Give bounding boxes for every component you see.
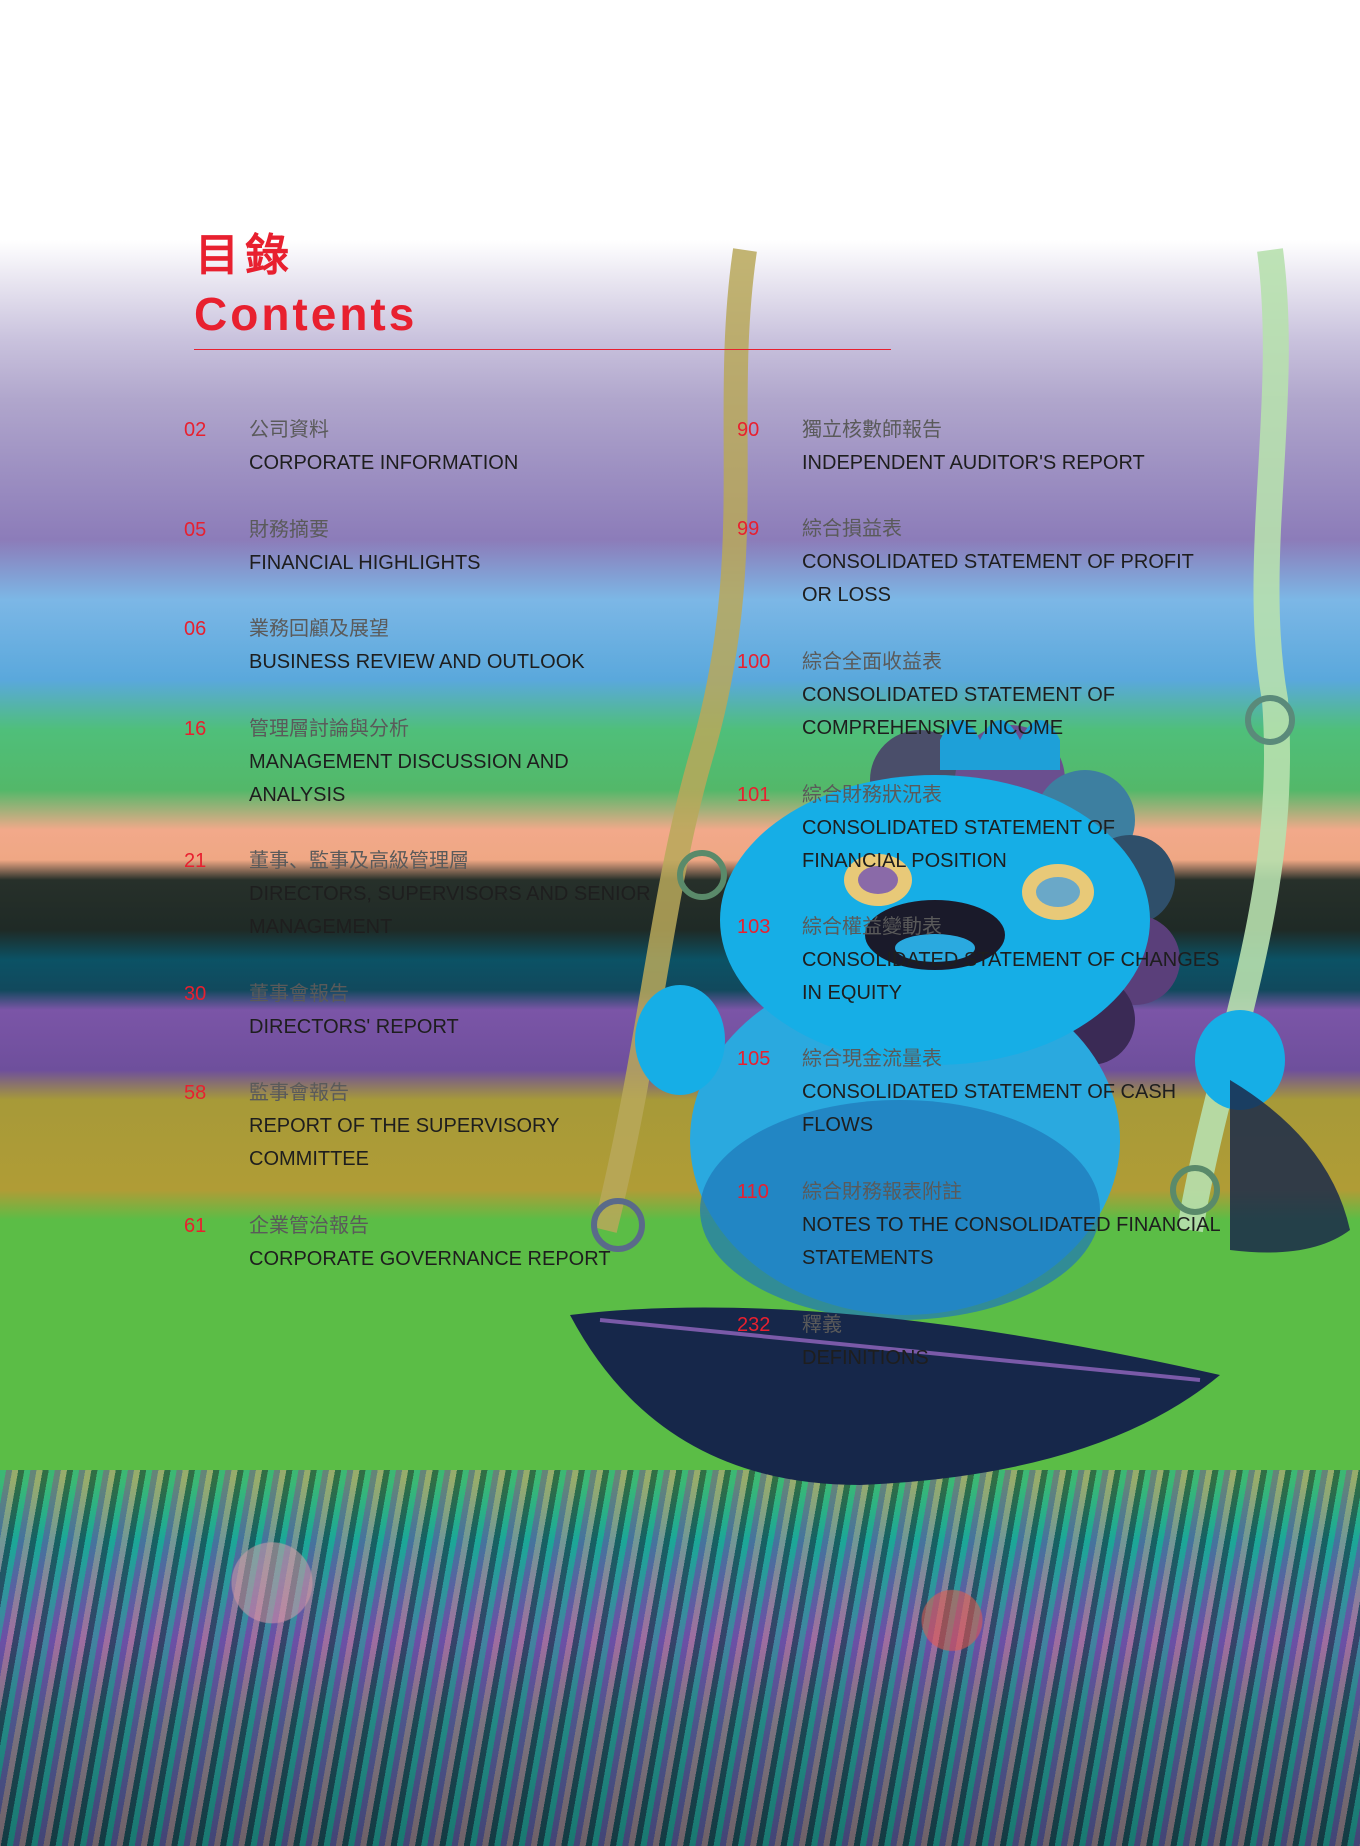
toc-title-chinese: 綜合財務狀況表 (802, 784, 942, 806)
toc-title-chinese: 業務回顧及展望 (249, 618, 389, 640)
toc-title-english: CONSOLIDATED STATEMENT OF CASH FLOWS (802, 1081, 1177, 1136)
toc-page-number: 90 (737, 419, 760, 441)
toc-title-english: CONSOLIDATED STATEMENT OF FINANCIAL POSI… (802, 817, 1115, 872)
toc-title-english: CORPORATE INFORMATION (249, 452, 519, 474)
toc-title-chinese: 綜合現金流量表 (802, 1048, 942, 1070)
toc-title-chinese: 綜合損益表 (802, 518, 902, 540)
toc-title-english: CONSOLIDATED STATEMENT OF COMPREHENSIVE … (802, 684, 1115, 739)
toc-title-english: REPORT OF THE SUPERVISORY COMMITTEE (249, 1115, 560, 1170)
toc-page-number: 05 (184, 519, 207, 541)
page-title-chinese: 目錄 (195, 231, 295, 280)
toc-title-chinese: 獨立核數師報告 (802, 419, 942, 441)
toc-page-number: 30 (184, 983, 207, 1005)
toc-title-chinese: 企業管治報告 (249, 1215, 369, 1237)
toc-page-number: 21 (184, 850, 207, 872)
toc-title-chinese: 公司資料 (249, 419, 329, 441)
toc-title-chinese: 董事會報告 (249, 983, 349, 1005)
toc-title-chinese: 綜合財務報表附註 (802, 1181, 962, 1203)
toc-page-number: 232 (737, 1314, 771, 1336)
toc-title-english: CONSOLIDATED STATEMENT OF PROFIT OR LOSS (802, 551, 1194, 606)
title-divider (194, 349, 891, 350)
toc-title-english: NOTES TO THE CONSOLIDATED FINANCIAL STAT… (802, 1214, 1220, 1269)
toc-title-chinese: 管理層討論與分析 (249, 718, 409, 740)
toc-page-number: 110 (737, 1181, 769, 1203)
toc-title-english: DIRECTORS' REPORT (249, 1016, 459, 1038)
toc-page-number: 100 (737, 651, 771, 673)
toc-page-number: 105 (737, 1048, 771, 1070)
toc-title-chinese: 財務摘要 (249, 519, 329, 541)
toc-title-english: DEFINITIONS (802, 1347, 929, 1369)
toc-title-chinese: 董事、監事及高級管理層 (249, 850, 469, 872)
background-ground-texture (0, 1470, 1360, 1846)
toc-title-chinese: 監事會報告 (249, 1082, 349, 1104)
toc-page-number: 99 (737, 518, 760, 540)
page-title: Contents (194, 288, 418, 340)
toc-title-english: FINANCIAL HIGHLIGHTS (249, 552, 481, 574)
toc-title-english: INDEPENDENT AUDITOR'S REPORT (802, 452, 1145, 474)
toc-title-chinese: 釋義 (802, 1314, 842, 1336)
toc-page-number: 02 (184, 419, 207, 441)
toc-page-number: 103 (737, 916, 771, 938)
toc-title-english: MANAGEMENT DISCUSSION AND ANALYSIS (249, 751, 569, 806)
toc-title-english: CORPORATE GOVERNANCE REPORT (249, 1248, 611, 1270)
toc-page-number: 16 (184, 718, 207, 740)
toc-page-number: 06 (184, 618, 207, 640)
toc-title-english: CONSOLIDATED STATEMENT OF CHANGES IN EQU… (802, 949, 1220, 1004)
toc-title-chinese: 綜合全面收益表 (802, 651, 942, 673)
toc-title-english: BUSINESS REVIEW AND OUTLOOK (249, 651, 585, 673)
toc-title-chinese: 綜合權益變動表 (802, 916, 942, 938)
toc-page-number: 58 (184, 1082, 207, 1104)
toc-page-number: 101 (737, 784, 771, 806)
toc-title-english: DIRECTORS, SUPERVISORS AND SENIOR MANAGE… (249, 883, 651, 938)
toc-page-number: 61 (184, 1215, 207, 1237)
